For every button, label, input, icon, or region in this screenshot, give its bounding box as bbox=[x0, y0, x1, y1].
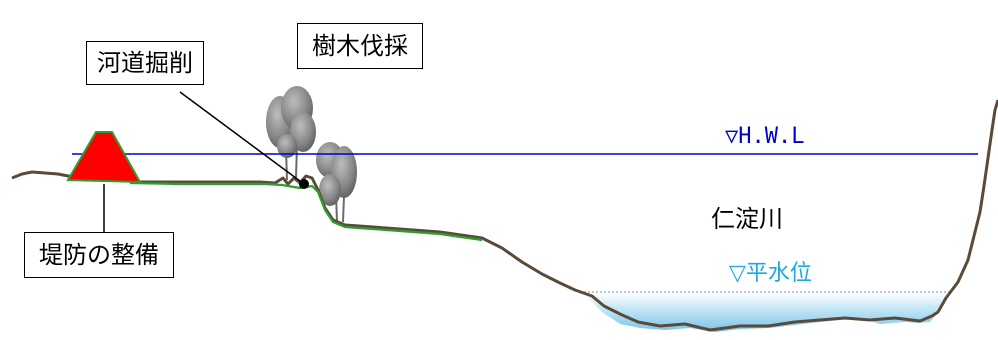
excavation-line bbox=[129, 181, 483, 242]
river-name-label: 仁淀川 bbox=[711, 205, 783, 233]
excavation-leader-line bbox=[179, 91, 305, 185]
levee-shape bbox=[66, 131, 142, 184]
hwl-label: ▽H.W.L bbox=[725, 124, 805, 149]
ground-profile bbox=[11, 99, 998, 332]
normal-water-body bbox=[580, 292, 950, 332]
channel-excavation-label: 河道掘削 bbox=[86, 41, 204, 85]
tree-group bbox=[266, 86, 357, 223]
levee-maintenance-label: 堤防の整備 bbox=[24, 232, 174, 278]
excavation-leader-dot bbox=[299, 179, 309, 189]
tree-felling-label: 樹木伐採 bbox=[297, 23, 423, 69]
normal-water-level-label: ▽平水位 bbox=[729, 261, 812, 286]
